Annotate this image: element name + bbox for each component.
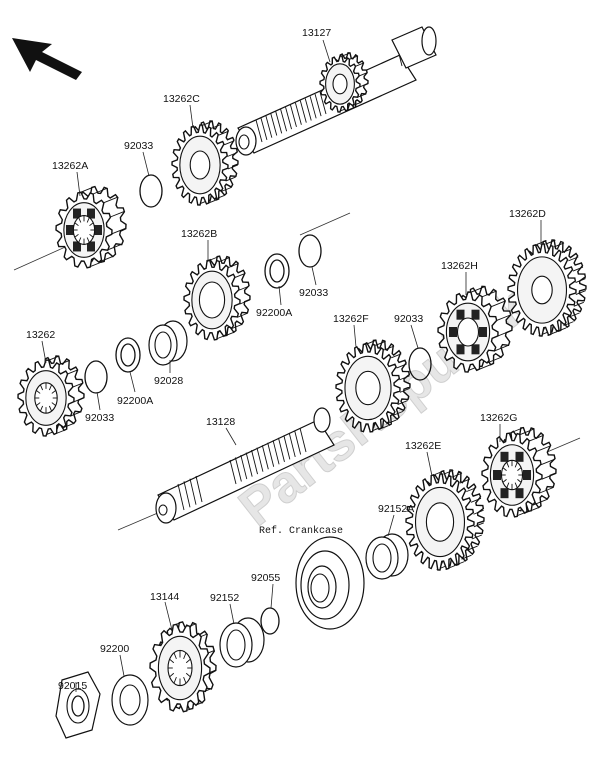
label-13262h: 13262H	[441, 260, 478, 272]
collar-92152a	[365, 533, 409, 580]
label-13127: 13127	[302, 27, 331, 39]
label-92028: 92028	[154, 375, 183, 387]
label-92033-mid: 92033	[299, 287, 328, 299]
axis-line-3	[117, 511, 161, 531]
direction-arrow-icon	[12, 38, 82, 80]
label-13144: 13144	[150, 591, 179, 603]
needle-bearing-92028	[148, 320, 188, 366]
label-92200a-left: 92200A	[117, 395, 153, 407]
part-labels: 13127 13262C 92033 13262A 13262B 92200A …	[26, 27, 546, 692]
label-92152: 92152	[210, 592, 239, 604]
label-92033-left: 92033	[85, 412, 114, 424]
gear-13262h	[437, 285, 513, 373]
nut-92015	[55, 671, 101, 739]
label-92152a: 92152A	[378, 503, 414, 515]
snap-ring-92033-left	[84, 360, 108, 394]
gear-13262g	[481, 426, 557, 518]
washer-92200a-left	[115, 337, 141, 373]
snap-ring-92033-right	[408, 347, 432, 381]
collar-92152	[219, 617, 265, 668]
label-92200: 92200	[100, 643, 129, 655]
shaft-13127-integral-gear	[319, 52, 369, 113]
sprocket-13144	[149, 621, 217, 713]
label-13262b: 13262B	[181, 228, 217, 240]
washer-92200a-mid-inner	[269, 259, 285, 283]
gear-13262e	[405, 469, 485, 571]
axis-line-2	[299, 212, 351, 236]
label-13262d: 13262D	[509, 208, 546, 220]
label-13128: 13128	[206, 416, 235, 428]
label-13262: 13262	[26, 329, 55, 341]
gear-13262a	[55, 185, 127, 269]
lock-washer-92200	[111, 674, 149, 726]
crankcase-bearing	[295, 536, 365, 630]
label-92200a-mid: 92200A	[256, 307, 292, 319]
label-13262e: 13262E	[405, 440, 441, 452]
washer-92200a-mid	[264, 253, 290, 289]
label-13262g: 13262G	[480, 412, 517, 424]
label-13262c: 13262C	[163, 93, 200, 105]
leader-lines	[41, 39, 542, 692]
gear-group	[17, 120, 587, 713]
snap-ring-92033-mid	[298, 234, 322, 268]
gear-13127-teeth	[319, 52, 369, 113]
label-13262f: 13262F	[333, 313, 369, 325]
label-92015: 92015	[58, 680, 87, 692]
snap-ring-92033-top	[139, 174, 163, 208]
gear-13262c	[171, 120, 239, 206]
label-92033-top: 92033	[124, 140, 153, 152]
washer-92200a-left-inner	[120, 343, 136, 367]
gear-13262b	[183, 255, 251, 341]
shaft-13128-splines	[177, 427, 307, 511]
shaft-13127	[235, 26, 437, 156]
gear-13262f	[335, 339, 411, 433]
label-13262a: 13262A	[52, 160, 88, 172]
label-ref-crankcase: Ref. Crankcase	[259, 525, 343, 537]
shaft-13128	[155, 407, 335, 524]
label-92033-right: 92033	[394, 313, 423, 325]
o-ring-92055	[260, 607, 280, 635]
gear-13262	[17, 355, 85, 437]
label-92055: 92055	[251, 572, 280, 584]
gear-13262d	[507, 239, 587, 337]
